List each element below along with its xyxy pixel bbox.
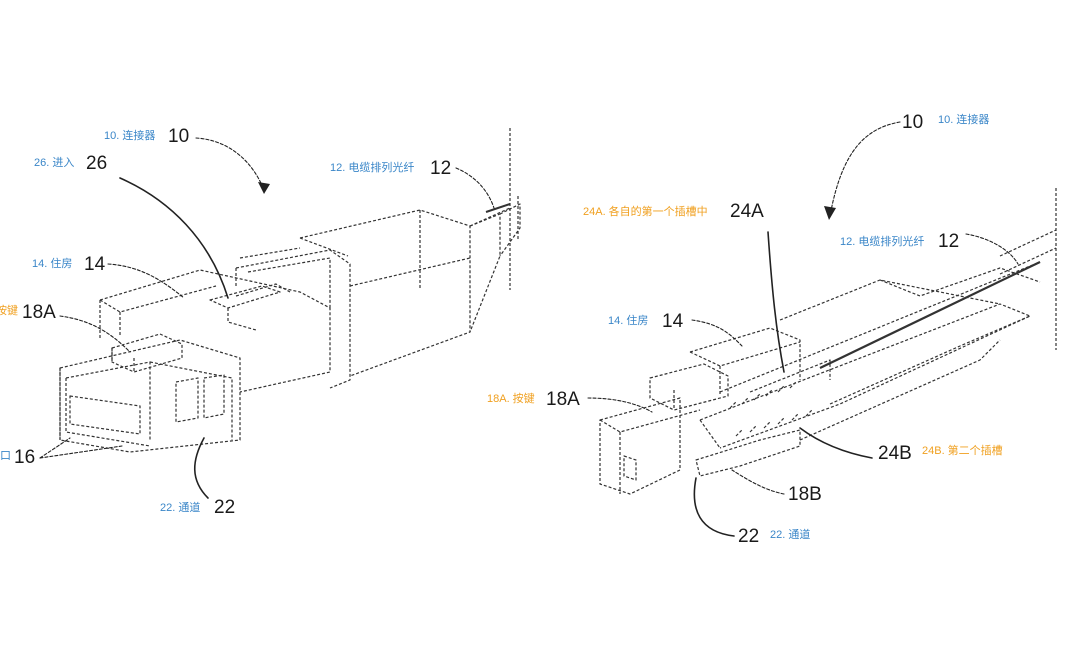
- label-slot2-num: 24B: [878, 443, 912, 464]
- label-cable-cn-right: 12. 电缆排列光纤: [840, 236, 925, 248]
- label-channel-cn-left: 22. 通道: [160, 502, 201, 514]
- label-port-cn: 口: [0, 450, 11, 462]
- label-slot1-num: 24A: [730, 201, 764, 222]
- label-channel-num-right: 22: [738, 526, 760, 547]
- leader-12-right: [965, 233, 1019, 265]
- label-connector-num-right: 10: [902, 112, 924, 133]
- leader-26: [119, 177, 229, 299]
- label-slot2-cn: 24B. 第二个插槽: [922, 445, 1003, 457]
- label-connector-cn-right: 10. 连接器: [938, 114, 990, 126]
- right-connector-body: [599, 188, 1057, 495]
- leader-24a: [767, 231, 785, 373]
- label-housing-num-left: 14: [84, 254, 106, 275]
- leader-14-right: [691, 319, 743, 347]
- label-key2-num: 18B: [788, 484, 822, 505]
- label-housing-cn-left: 14. 住房: [32, 258, 73, 270]
- label-cable-num-left: 12: [430, 158, 452, 179]
- label-key-cn-right: 18A. 按键: [487, 393, 535, 405]
- label-connector-num-left: 10: [168, 126, 190, 147]
- leader-16-a: [39, 437, 71, 459]
- label-key-num-right: 18A: [546, 389, 580, 410]
- leader-16-b: [39, 445, 123, 459]
- leader-24b: [799, 427, 873, 459]
- label-cable-cn-left: 12. 电缆排列光纤: [330, 162, 415, 174]
- label-cable-num-right: 12: [938, 231, 960, 252]
- label-housing-cn-right: 14. 住房: [608, 315, 649, 327]
- label-key-cn-left: 按键: [0, 305, 18, 317]
- label-slot1-cn: 24A. 各自的第一个插槽中: [583, 206, 708, 218]
- leader-10-left: [195, 137, 265, 191]
- leader-22-right: [693, 477, 735, 537]
- leader-18b: [731, 469, 785, 495]
- label-port-num: 16: [14, 447, 36, 468]
- leader-18a-left: [59, 315, 131, 353]
- label-entry-num: 26: [86, 153, 108, 174]
- arrowhead-10-left: [258, 182, 270, 194]
- label-channel-cn-right: 22. 通道: [770, 529, 811, 541]
- left-connector-body: [59, 128, 521, 453]
- label-connector-cn-left: 10. 连接器: [104, 130, 156, 142]
- label-entry-cn: 26. 进入: [34, 157, 75, 169]
- label-housing-num-right: 14: [662, 311, 684, 332]
- leader-12-left: [455, 167, 495, 209]
- leader-14-left: [107, 263, 185, 299]
- leader-10-right: [829, 121, 901, 217]
- leader-22-left: [194, 437, 209, 499]
- label-key-num-left: 18A: [22, 302, 56, 323]
- arrowhead-10-right: [824, 206, 836, 220]
- leader-18a-right: [587, 397, 653, 413]
- label-channel-num-left: 22: [214, 497, 236, 518]
